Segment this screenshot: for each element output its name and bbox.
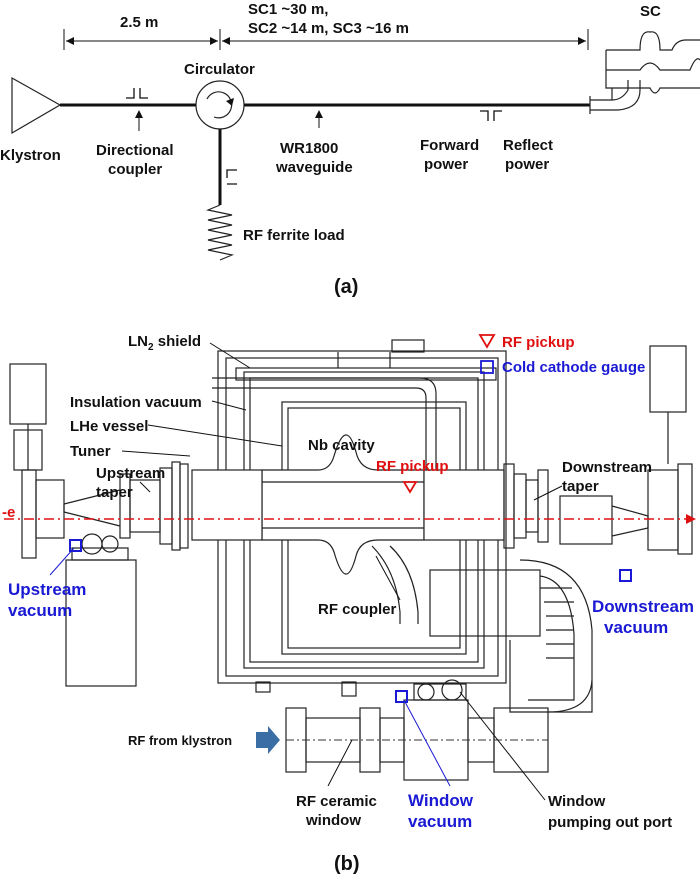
tuner-label: Tuner (70, 443, 111, 460)
ceramic-window-leader (327, 739, 353, 787)
beam-arrowhead (686, 514, 696, 524)
nb-cavity-label: Nb cavity (308, 437, 375, 454)
downstream-bellows (503, 463, 549, 549)
upstream-vacuum-label-2: vacuum (8, 601, 72, 620)
reflect-power-label-2: power (505, 156, 549, 173)
panel-b-caption: (b) (334, 853, 360, 875)
rf-coupler-waveguide (371, 545, 593, 713)
pumping-port-label-2: pumping out port (548, 814, 672, 831)
pointer-arrowhead (135, 110, 143, 118)
upstream-gate-valve (9, 363, 65, 559)
directional-coupler-symbol (126, 88, 148, 99)
window-vacuum-leader (403, 699, 451, 787)
upstream-vacuum-label-1: Upstream (8, 580, 86, 599)
rf-input-arrow-icon (256, 726, 280, 754)
insulation-vacuum-label: Insulation vacuum (70, 394, 202, 411)
upstream-taper-label-2: taper (96, 484, 133, 501)
waveguide-label-2: waveguide (275, 159, 353, 176)
downstream-gauge-marker (619, 569, 632, 582)
pumping-port-leader (459, 691, 546, 801)
rf-ferrite-load-label: RF ferrite load (243, 227, 345, 244)
dim-arrowhead (210, 37, 218, 45)
upstream-gauge-marker (69, 539, 82, 552)
panel-a-caption: (a) (334, 276, 358, 298)
legend-gauge-icon (480, 360, 494, 374)
dim-arrowhead (222, 37, 230, 45)
tuner-leader (121, 450, 191, 457)
downstream-taper-leader (533, 485, 563, 501)
load-coupler-symbol (226, 169, 237, 185)
rf-pickup-marker (402, 481, 418, 494)
sc-cryomodule-icon (589, 31, 700, 114)
rf-pickup-label: RF pickup (376, 458, 449, 475)
directional-coupler-label-2: coupler (108, 161, 162, 178)
upstream-vacuum-leader (49, 547, 75, 576)
ceramic-window-label-1: RF ceramic (296, 793, 377, 810)
dim-arrowhead (66, 37, 74, 45)
distance-2-label-line1: SC1 ~30 m, (248, 1, 328, 18)
forward-reflect-coupler-symbol (480, 110, 502, 121)
circulator-arrowhead (226, 98, 234, 106)
pumping-port-label-1: Window (548, 793, 606, 810)
upstream-bellows (119, 461, 189, 551)
top-pipe (212, 377, 437, 470)
distance-2-label-line2: SC2 ~14 m, SC3 ~16 m (248, 20, 409, 37)
circulator-circle (195, 80, 245, 130)
ln2-leader (209, 342, 251, 369)
panel-b: RF from klystron -e RF pickup Cold catho… (2, 333, 696, 875)
legend-rf-pickup-icon (478, 334, 496, 349)
waveguide-label-1: WR1800 (280, 140, 338, 157)
window-vacuum-label-1: Window (408, 791, 474, 810)
forward-power-label-1: Forward (420, 137, 479, 154)
downstream-gate-valve (647, 345, 693, 555)
downstream-taper-box (559, 495, 613, 545)
forward-power-label-2: power (424, 156, 468, 173)
upstream-taper-leader (139, 481, 151, 493)
downstream-vacuum-label-2: vacuum (604, 618, 668, 637)
rf-from-klystron-label: RF from klystron (128, 733, 232, 748)
downstream-taper-label-1: Downstream (562, 459, 652, 476)
beam-label: -e (2, 504, 15, 521)
legend-gauge-label: Cold cathode gauge (502, 359, 645, 376)
nb-cavity (261, 434, 425, 575)
upstream-ion-pump (65, 533, 137, 687)
legend-rf-pickup-label: RF pickup (502, 334, 575, 351)
distance-1-label: 2.5 m (120, 14, 158, 31)
ferrite-load-zigzag (205, 204, 235, 261)
klystron-triangle (11, 76, 62, 135)
lhe-vessel-label: LHe vessel (70, 418, 148, 435)
ln2-shield-label: LN2 shield (128, 333, 201, 353)
klystron-label: Klystron (0, 147, 61, 164)
panel-a: 2.5 m SC1 ~30 m, SC2 ~14 m, SC3 ~16 m Kl… (0, 1, 700, 298)
downstream-vacuum-label-1: Downstream (592, 597, 694, 616)
reflect-power-label-1: Reflect (503, 137, 553, 154)
downstream-beam-tube (423, 469, 505, 541)
downstream-taper (611, 505, 649, 537)
upstream-taper-label-1: Upstream (96, 465, 165, 482)
window-vacuum-label-2: vacuum (408, 812, 472, 831)
dim-arrowhead (578, 37, 586, 45)
top-pipe-inner (212, 387, 427, 470)
upstream-beam-tube (191, 469, 263, 541)
ceramic-window-label-2: window (305, 812, 361, 829)
directional-coupler-label-1: Directional (96, 142, 174, 159)
lhe-leader (147, 424, 283, 447)
window-gauge-marker (395, 690, 408, 703)
insulation-leader (211, 400, 247, 411)
circulator-arrow (206, 91, 233, 119)
rf-coupler-leader (375, 555, 401, 601)
circulator-label: Circulator (184, 61, 255, 78)
downstream-taper-label-2: taper (562, 478, 599, 495)
sc-label: SC (640, 3, 661, 20)
pointer-arrowhead (315, 110, 323, 118)
rf-coupler-label: RF coupler (318, 601, 397, 618)
